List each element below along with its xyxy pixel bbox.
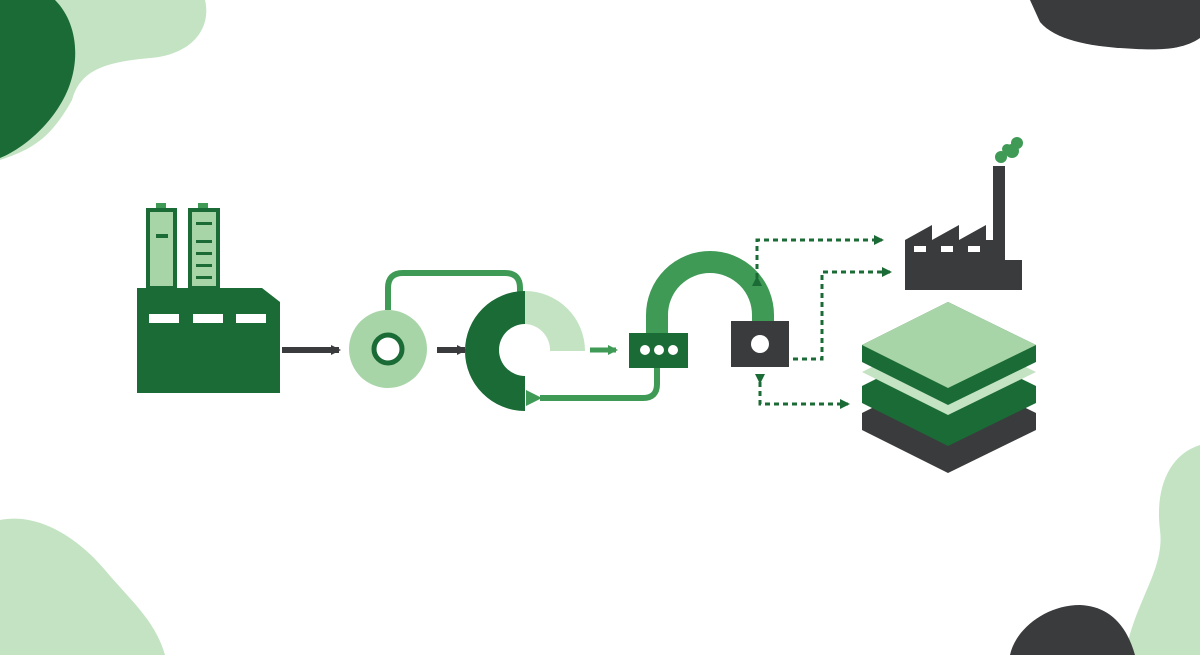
layered-stack-icon bbox=[862, 302, 1036, 473]
corner-blob-bottom-left bbox=[0, 518, 165, 655]
corner-blob-top-right bbox=[1030, 0, 1200, 50]
corner-blob-bottom-right bbox=[1010, 445, 1200, 655]
control-box-icon bbox=[731, 321, 789, 367]
dotted-arrow-box-to-factory-top bbox=[752, 235, 884, 286]
battery-factory-icon bbox=[137, 203, 280, 393]
arch-connector bbox=[646, 251, 774, 333]
split-ring-icon bbox=[465, 291, 585, 411]
corner-blob-top-left bbox=[0, 0, 207, 160]
return-arrow bbox=[526, 368, 660, 406]
dotted-arrow-box-to-stack bbox=[755, 374, 850, 409]
dotted-arrow-box-to-factory bbox=[793, 267, 892, 361]
process-module-icon bbox=[629, 333, 688, 368]
input-ring-icon bbox=[349, 310, 427, 388]
loop-connector-top bbox=[385, 270, 523, 310]
industry-factory-icon bbox=[905, 137, 1023, 290]
dotted-connectors bbox=[752, 235, 892, 409]
